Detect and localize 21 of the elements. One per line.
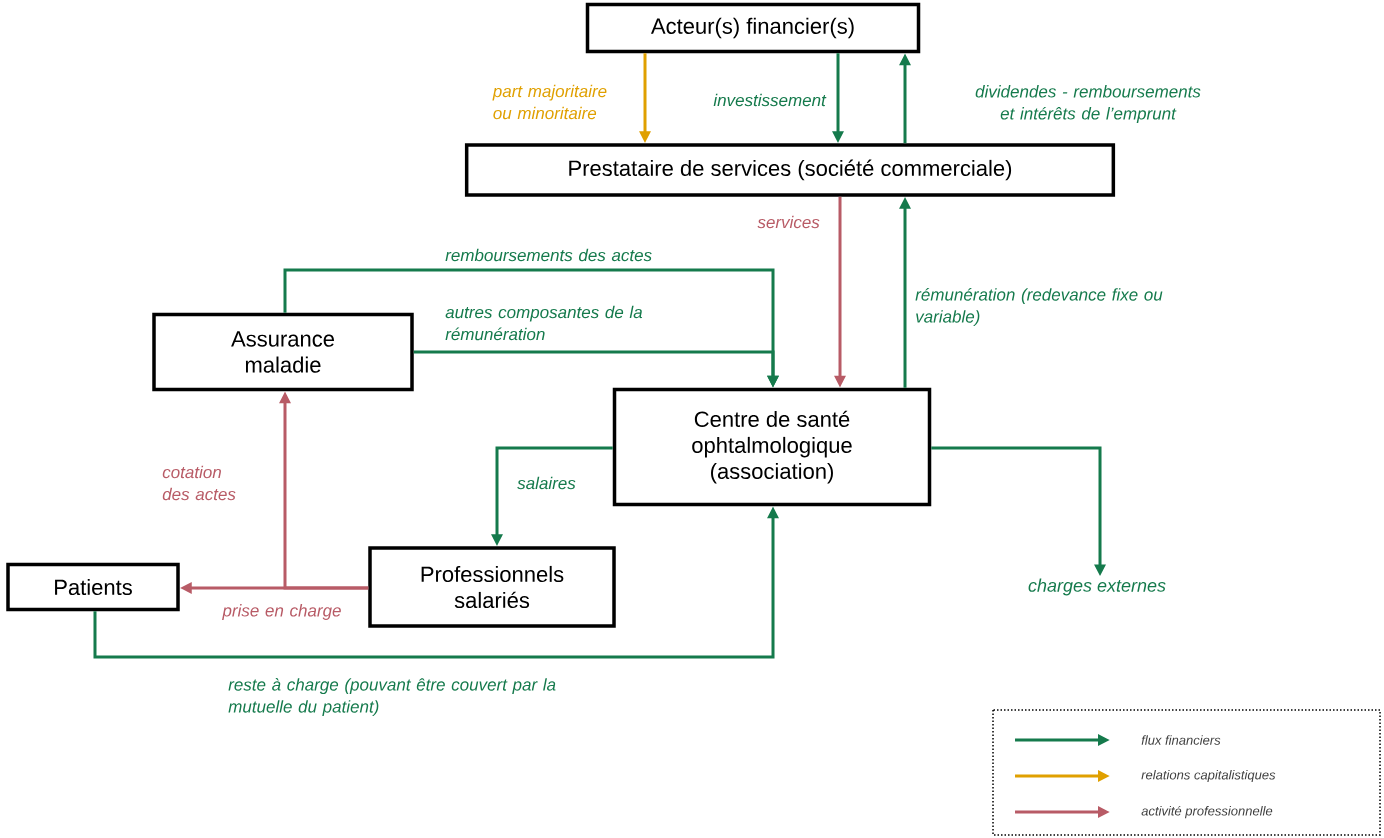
node-label: charges externes — [1028, 578, 1166, 596]
edge-label: cotation des actes — [162, 465, 236, 501]
edge-label: reste à charge (pouvant être couvert par la mutuelle du patient) — [228, 678, 556, 717]
process-box: Prestataire de services (société commerciale) — [464, 143, 1116, 197]
edge-label: rémunération (redevance fixe ou variable) — [915, 288, 1163, 326]
process-box: Centre de santé ophtalmologique (association) — [612, 387, 932, 507]
edge-label: services — [757, 215, 820, 229]
process-box: Assurance maladie — [152, 312, 414, 392]
edge-label: part majoritaire ou minoritaire — [492, 84, 607, 120]
legend-label: flux financiers — [1141, 735, 1221, 745]
legend-label: activité professionnelle — [1141, 805, 1273, 819]
legend-label: relations capitalistiques — [1141, 769, 1276, 783]
edge-label: salaires — [517, 476, 576, 490]
process-box: Patients — [6, 562, 180, 612]
process-box: Professionnels salariés — [368, 546, 616, 628]
edge-label: prise en charge — [222, 604, 341, 620]
edge-label: autres composantes de la rémunération — [445, 305, 643, 341]
process-box: Acteur(s) financier(s) — [585, 2, 921, 54]
edge-label: investissement — [713, 93, 827, 107]
edge-label: remboursements des actes — [445, 248, 652, 262]
edge-label: dividendes - remboursements et intérêts de l’emprunt — [975, 85, 1201, 123]
